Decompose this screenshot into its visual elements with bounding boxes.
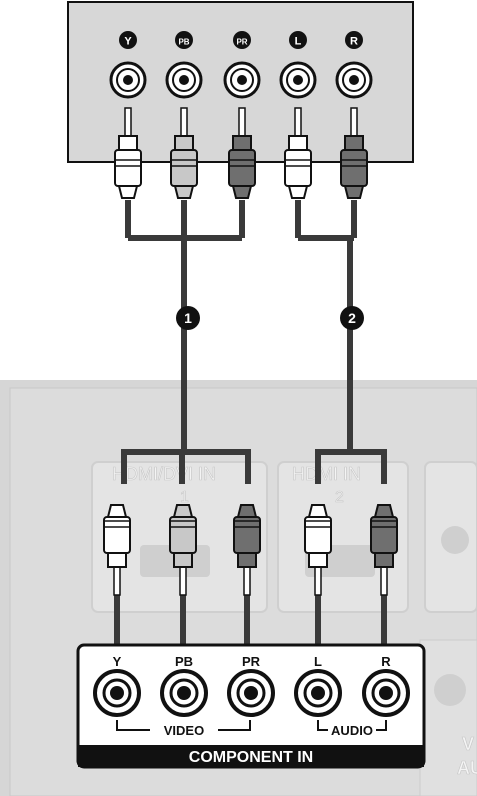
- jack-badge-r: R: [345, 31, 363, 49]
- cable-bottom-video-bus: [121, 449, 251, 484]
- cable-marker-1: 1: [176, 306, 200, 330]
- cable-marker-1-text: 1: [184, 310, 192, 326]
- bottom-plugs: [103, 504, 398, 596]
- jack-badge-y: Y: [119, 31, 137, 49]
- component-label-y: Y: [113, 654, 122, 669]
- bottom-plug-y: [103, 504, 131, 596]
- component-label-r: R: [381, 654, 391, 669]
- bottom-plug-pb: [169, 504, 197, 596]
- top-plug-l: [284, 107, 312, 199]
- component-label-l: L: [314, 654, 322, 669]
- hdmi-in-label: HDMI IN: [292, 464, 361, 484]
- cable-bottom-audio-bus: [315, 449, 387, 484]
- tv-component-jack-r[interactable]: [362, 669, 410, 717]
- jack-badge-pr: PR: [233, 31, 251, 49]
- jack-badge-pb: PB: [175, 31, 193, 49]
- jack-badge-text: Y: [124, 36, 132, 48]
- top-plug-pr: [228, 107, 256, 199]
- top-plug-y: [114, 107, 142, 199]
- tv-component-jack-pb[interactable]: [160, 669, 208, 717]
- hdmi-dvi-in-label: HDMI/DVI IN: [112, 464, 216, 484]
- top-plugs: [114, 107, 368, 199]
- source-jack-pr[interactable]: PR: [223, 31, 261, 99]
- hdmi-port-1-label: 1: [180, 489, 189, 506]
- top-plug-pb: [170, 107, 198, 199]
- bottom-plug-pr: [233, 504, 261, 596]
- component-label-pr: PR: [242, 654, 261, 669]
- tv-component-jacks: [93, 669, 410, 717]
- component-in-title: COMPONENT IN: [189, 749, 313, 766]
- tv-component-jack-pr[interactable]: [227, 669, 275, 717]
- video-group-label: VIDEO: [164, 723, 204, 738]
- source-jack-pb[interactable]: PB: [165, 31, 203, 99]
- jack-badge-text: PB: [178, 38, 189, 47]
- source-jack-l[interactable]: L: [279, 31, 317, 99]
- cable-marker-2-text: 2: [348, 310, 356, 326]
- jack-badge-text: PR: [236, 38, 247, 47]
- jack-badge-text: L: [295, 36, 302, 48]
- cable-marker-2: 2: [340, 306, 364, 330]
- source-jack-y[interactable]: Y: [109, 31, 147, 99]
- jack-badge-text: R: [350, 36, 358, 48]
- jack-badge-l: L: [289, 31, 307, 49]
- source-jack-r[interactable]: R: [335, 31, 373, 99]
- audio-group-label: AUDIO: [331, 723, 373, 738]
- bottom-plug-l: [304, 504, 332, 596]
- component-label-pb: PB: [175, 654, 193, 669]
- source-jacks: Y PB PR L R: [109, 31, 373, 99]
- top-plug-r: [340, 107, 368, 199]
- tv-component-jack-l[interactable]: [294, 669, 342, 717]
- bottom-plug-r: [370, 504, 398, 596]
- hdmi-port-2-label: 2: [335, 489, 344, 506]
- tv-component-jack-y[interactable]: [93, 669, 141, 717]
- side-va-label: V: [462, 734, 474, 754]
- side-au-label: AU: [457, 758, 477, 778]
